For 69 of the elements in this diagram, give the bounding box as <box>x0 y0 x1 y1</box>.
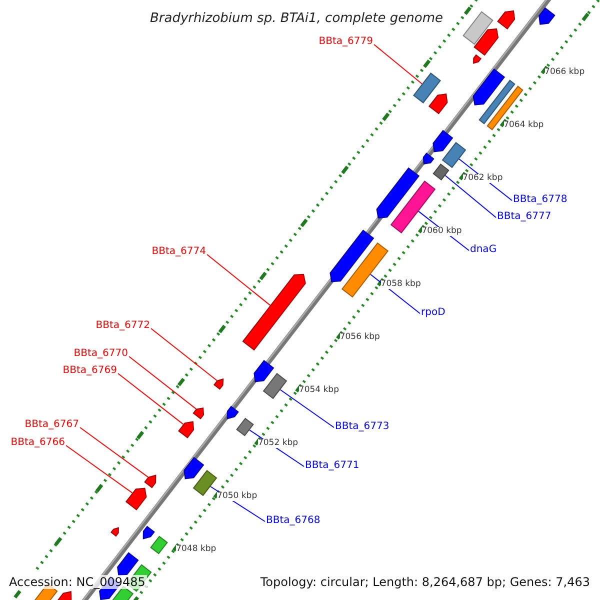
gene-segment <box>486 86 524 130</box>
gene-segment <box>428 94 448 114</box>
gene-segment <box>254 360 274 382</box>
gene-label: BBta_6777 <box>497 212 552 222</box>
gene-segment <box>474 28 499 56</box>
gene-segment <box>117 552 139 576</box>
leader-line <box>444 175 496 218</box>
gene-segment <box>422 152 434 165</box>
gene-segment <box>125 488 147 510</box>
leader-line <box>206 254 271 306</box>
gene-segment <box>213 378 224 390</box>
gene-segment <box>226 406 239 420</box>
gene-segment <box>178 421 194 438</box>
scale-label: 7060 kbp <box>422 227 462 236</box>
gene-segment <box>330 230 374 282</box>
gene-label: rpoD <box>421 308 446 318</box>
scale-label: 7058 kbp <box>380 280 421 289</box>
scale-label: 7062 kbp <box>462 174 503 183</box>
leader-line <box>280 389 334 428</box>
leader-line <box>66 445 133 494</box>
leader-line <box>374 44 422 84</box>
gene-segment <box>432 130 454 152</box>
gene-segment <box>184 456 204 480</box>
gene-segment <box>242 274 306 351</box>
gene-label: BBta_6769 <box>62 366 117 376</box>
gene-segment <box>462 11 494 45</box>
leader-line <box>128 356 197 410</box>
leader-line <box>370 274 420 314</box>
gene-segment <box>497 10 516 30</box>
scale-label: 7048 kbp <box>176 545 216 554</box>
gene-label: BBta_6767 <box>24 420 79 430</box>
genome-summary-note: Topology: circular; Length: 8,264,687 bp; Genes: 7,463 <box>258 575 592 589</box>
leader-line <box>80 427 148 478</box>
gene-segment <box>473 54 482 64</box>
gene-label: BBta_6771 <box>305 461 360 471</box>
leader-line <box>118 373 184 425</box>
gene-segment <box>472 68 506 106</box>
gene-segment <box>110 527 119 537</box>
gene-segment <box>144 474 156 488</box>
gene-segment <box>413 72 441 104</box>
gene-segment <box>442 142 466 168</box>
gene-segment <box>56 591 72 600</box>
scale-label: 7056 kbp <box>340 333 380 342</box>
leader-line <box>150 328 218 382</box>
gene-label: BBta_6778 <box>513 195 568 205</box>
scale-label: 7052 kbp <box>258 439 298 448</box>
scale-label: 7050 kbp <box>217 492 258 501</box>
gene-segment <box>432 164 450 180</box>
gene-label: BBta_6766 <box>10 438 65 448</box>
title: Bradyrhizobium sp. BTAi1, complete genome <box>150 11 444 26</box>
accession-note: Accession: NC_009485 <box>7 575 148 589</box>
gene-label: BBta_6768 <box>266 516 320 526</box>
scale-label: 7064 kbp <box>504 121 544 130</box>
gene-segment <box>192 470 218 496</box>
gene-segment <box>142 526 155 540</box>
gene-segment <box>150 536 168 554</box>
gene-label: dnaG <box>470 245 497 255</box>
gene-segment <box>538 7 556 25</box>
gene-segment <box>192 407 204 420</box>
scale-label: 7054 kbp <box>298 386 339 395</box>
gene-segment <box>376 167 420 218</box>
gene-label: BBta_6772 <box>96 321 150 331</box>
gene-label: BBta_6770 <box>74 349 128 359</box>
gene-label: BBta_6774 <box>152 247 206 257</box>
gene-segment <box>236 418 254 436</box>
gene-label: BBta_6779 <box>318 37 373 47</box>
scale-label: 7066 kbp <box>544 68 585 76</box>
gene-label: BBta_6773 <box>335 422 390 432</box>
gene-segment <box>262 372 288 400</box>
